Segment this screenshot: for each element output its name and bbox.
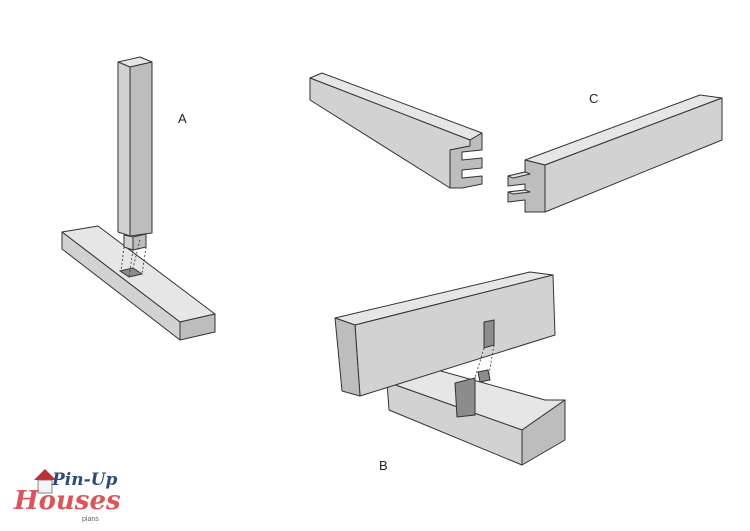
joint-b-top-beam bbox=[334, 271, 556, 397]
logo-line2: Houses bbox=[14, 486, 121, 516]
tenon bbox=[123, 234, 134, 251]
house-icon bbox=[34, 469, 56, 494]
joint-b-bottom-beam bbox=[386, 367, 566, 466]
joint-c-right-beam bbox=[507, 94, 723, 213]
lap-slot bbox=[483, 319, 495, 349]
label-b: B bbox=[379, 458, 388, 473]
lap-notch bbox=[454, 377, 476, 418]
joint-c-left-beam bbox=[309, 72, 483, 189]
logo-line1: Pin-Up bbox=[52, 470, 118, 490]
joint-a-base-beam bbox=[61, 225, 216, 341]
label-c: C bbox=[589, 91, 599, 106]
joint-a-post bbox=[117, 56, 153, 278]
mortise-hole bbox=[118, 267, 144, 278]
logo-line3: plans bbox=[82, 516, 99, 523]
pin-up-houses-logo: Pin-Up Houses plans bbox=[12, 468, 122, 528]
label-a: A bbox=[178, 111, 187, 126]
